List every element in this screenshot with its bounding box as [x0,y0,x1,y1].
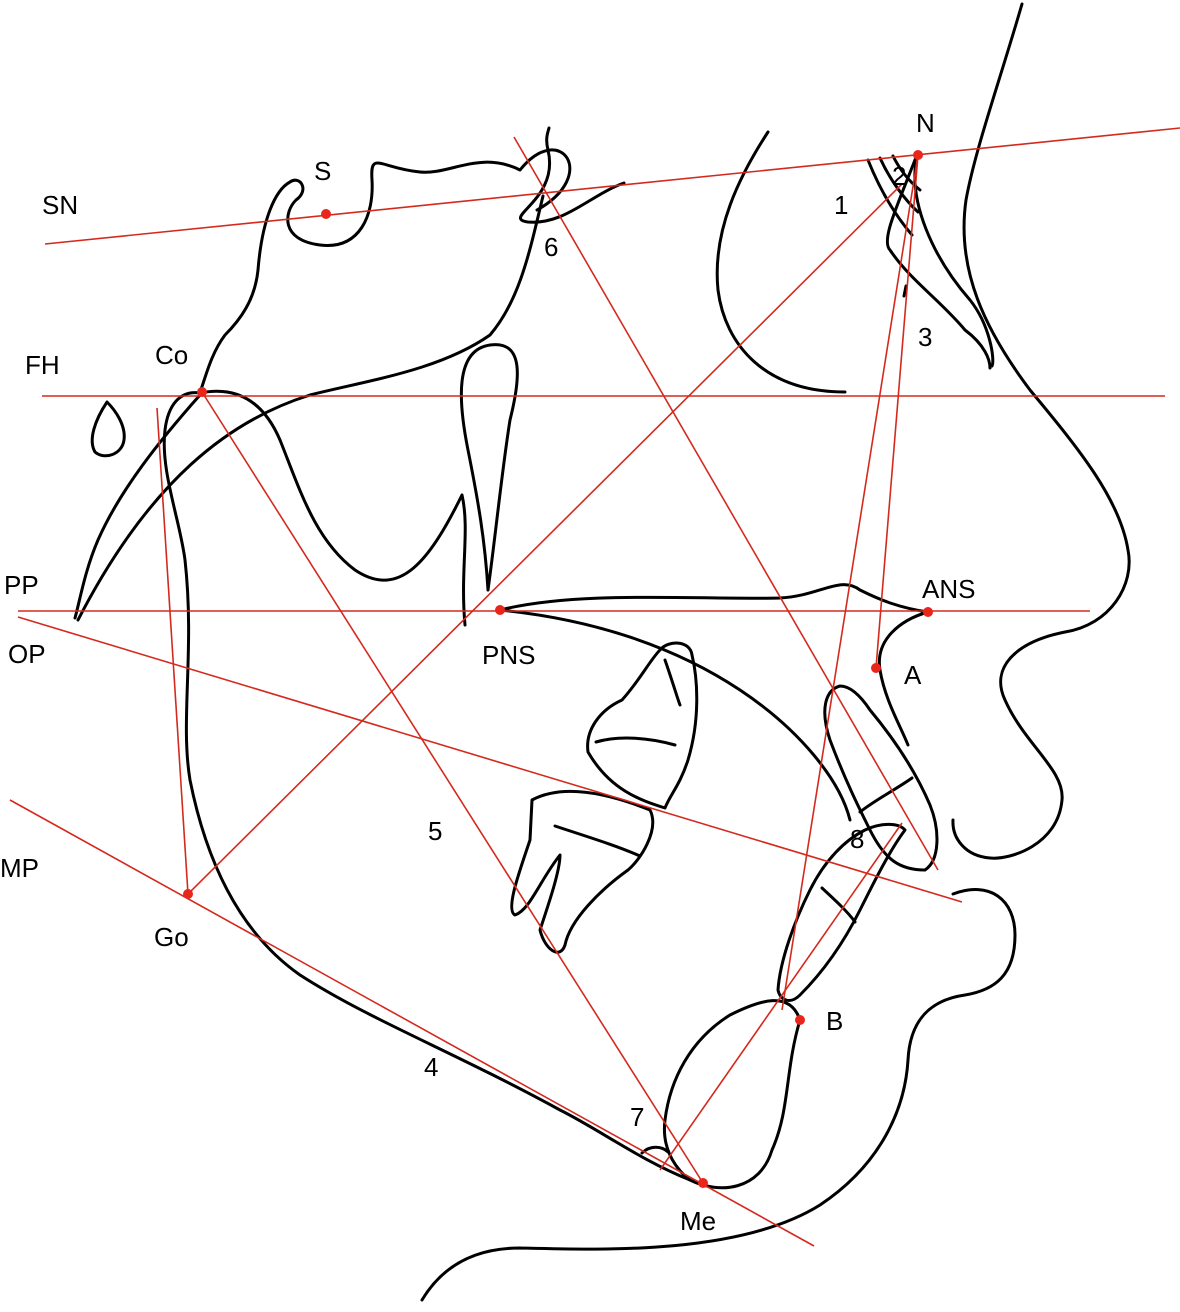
palatal-plane-outline [498,583,930,614]
label-s: S [314,156,331,186]
angle-number-1: 1 [834,190,848,220]
lower-incisor-cej [820,886,857,924]
condyle-coronoid [198,389,467,627]
upper-incisor-cej [858,776,914,814]
point-ans [923,607,933,617]
point-go [183,889,193,899]
angle-number-2: 2 [892,161,906,191]
n-b-line [781,154,919,1011]
soft-tissue-profile [951,2,1131,860]
landmark-labels: S N Co ANS PNS A B Go Me [154,108,975,1236]
angle-number-5: 5 [428,816,442,846]
label-fh: FH [25,350,60,380]
ear-rod [90,400,126,458]
upper-incisor [823,684,939,872]
point-a [871,663,881,673]
n-a-line [875,154,919,669]
sn-line [44,127,1180,245]
label-me: Me [680,1206,716,1236]
orbit-rim [715,130,847,394]
point-n [913,150,923,160]
lower-incisor [776,822,907,1002]
label-a: A [904,660,922,690]
angle-number-8: 8 [850,824,864,854]
line-labels: SN FH PP OP MP [0,190,78,883]
symphysis [663,999,802,1182]
label-ans: ANS [922,574,975,604]
clivus-posterior [76,194,545,622]
point-co [197,387,207,397]
palate-lower [498,608,852,822]
label-n: N [916,108,935,138]
ramus-line [156,407,189,895]
label-go: Go [154,922,189,952]
point-pns [495,605,505,615]
label-pp: PP [4,570,39,600]
op-line [17,616,963,903]
upper-molar-cej [594,736,677,747]
y-axis-line [513,136,939,871]
n-go-line [187,183,903,895]
angle-number-6: 6 [544,232,558,262]
landmark-points [183,150,933,1188]
nasion-tick [902,284,908,298]
mp-line [9,799,815,1247]
upper-molar [586,641,699,810]
nasion-arc-3 [891,154,922,192]
sella-floor [198,268,260,394]
label-mp: MP [0,853,39,883]
angle-number-4: 4 [424,1052,438,1082]
label-co: Co [155,340,188,370]
lower-incisor-axis [659,822,903,1171]
lower-lip-chin-neck [420,888,1017,1302]
sella-cranial-base [256,126,626,272]
point-me [698,1178,708,1188]
label-sn: SN [42,190,78,220]
mandible-ramus-body [162,391,802,1190]
angle-numbers: 1 2 3 4 5 6 7 8 [424,161,932,1132]
lower-molar [510,789,655,954]
co-me-line [201,391,704,1184]
label-b: B [826,1006,843,1036]
angle-number-3: 3 [918,322,932,352]
angle-number-7: 7 [630,1102,644,1132]
reference-lines [9,127,1180,1247]
pterygomaxillary-fissure [459,343,519,592]
point-b [795,1015,805,1025]
label-pns: PNS [482,640,535,670]
point-s [321,209,331,219]
anatomy-tracing [73,2,1131,1302]
pterygoid-line [73,393,202,620]
label-op: OP [8,639,46,669]
lower-molar-cej [553,824,642,858]
